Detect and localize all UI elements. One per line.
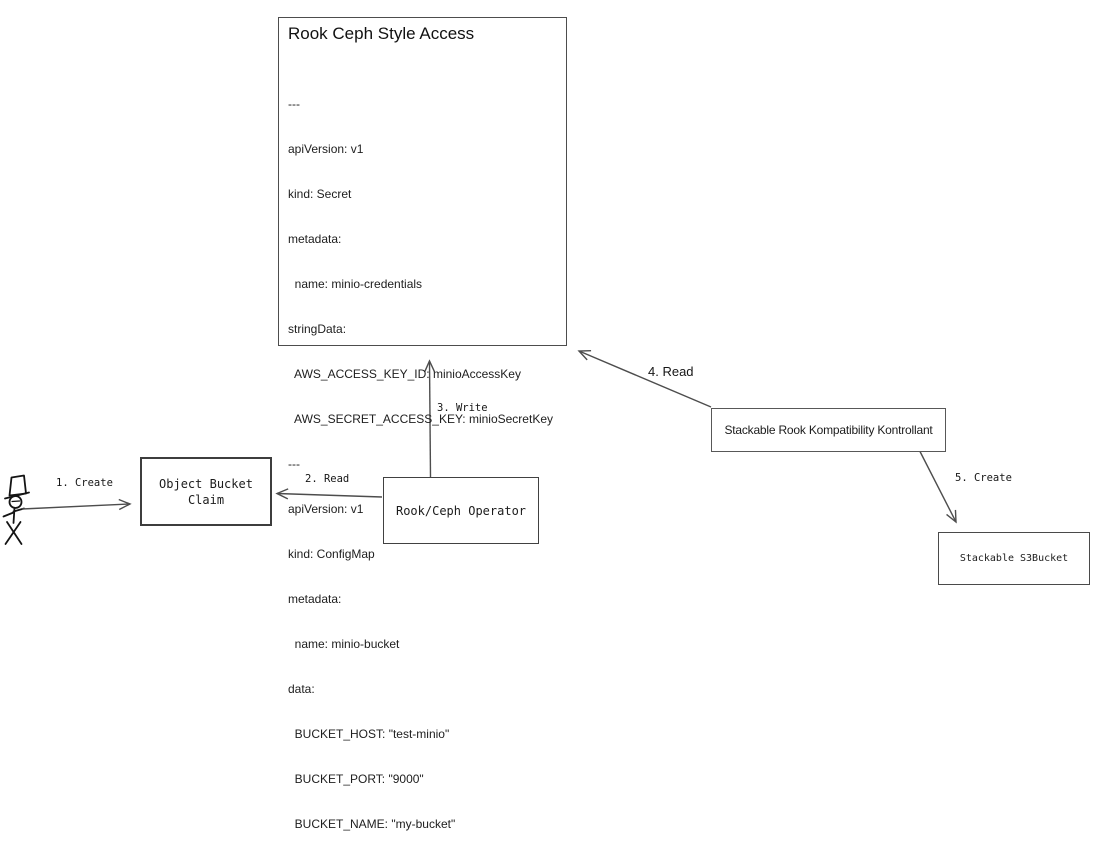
arrow-1-create [21,498,132,511]
node-label: Object Bucket Claim [159,476,253,507]
diagram-canvas: Rook Ceph Style Access --- apiVersion: v… [2,17,1090,831]
arrow-5-create [919,451,957,524]
top-hat-icon [8,474,27,497]
yaml-line: metadata: [288,232,342,246]
yaml-line: BUCKET_NAME: "my-bucket" [288,817,456,831]
arrow-label-1-create: 1. Create [56,477,113,489]
yaml-line: --- [288,457,300,471]
node-object-bucket-claim: Object Bucket Claim [140,457,272,526]
yaml-line: data: [288,682,315,696]
arrow-label-3-write: 3. Write [437,402,488,414]
yaml-line: --- [288,97,300,111]
access-box-yaml: --- apiVersion: v1 kind: Secret metadata… [288,67,553,862]
node-label: Stackable Rook Kompatibility Kontrollant [724,423,933,437]
yaml-line: BUCKET_HOST: "test-minio" [288,727,450,741]
yaml-line: AWS_SECRET_ACCESS_KEY: minioSecretKey [288,412,553,426]
yaml-line: name: minio-credentials [288,277,423,291]
yaml-line: BUCKET_PORT: "9000" [288,772,424,786]
arrow-label-4-read: 4. Read [648,364,694,379]
yaml-line: apiVersion: v1 [288,502,364,516]
yaml-line: AWS_ACCESS_KEY_ID: minioAccessKey [288,367,521,381]
node-rook-ceph-operator: Rook/Ceph Operator [383,477,539,544]
arrow-label-2-read: 2. Read [305,473,350,485]
arrow-4-read [577,349,712,408]
node-rook-ceph-style-access: Rook Ceph Style Access --- apiVersion: v… [278,17,567,831]
access-box-title: Rook Ceph Style Access [288,24,475,43]
node-label: Rook/Ceph Operator [395,503,527,518]
arrow-label-5-create: 5. Create [955,472,1012,484]
yaml-line: apiVersion: v1 [288,142,364,156]
node-label: Stackable S3Bucket [959,553,1069,564]
yaml-line: kind: Secret [288,187,352,201]
yaml-line: metadata: [288,592,342,606]
yaml-line: kind: ConfigMap [288,547,375,561]
user-stick-figure-icon [2,474,30,545]
yaml-line: name: minio-bucket [288,637,400,651]
node-stackable-rook-kompatibility-kontrollant: Stackable Rook Kompatibility Kontrollant [711,408,946,452]
node-stackable-s3bucket: Stackable S3Bucket [938,532,1090,585]
yaml-line: stringData: [288,322,347,336]
